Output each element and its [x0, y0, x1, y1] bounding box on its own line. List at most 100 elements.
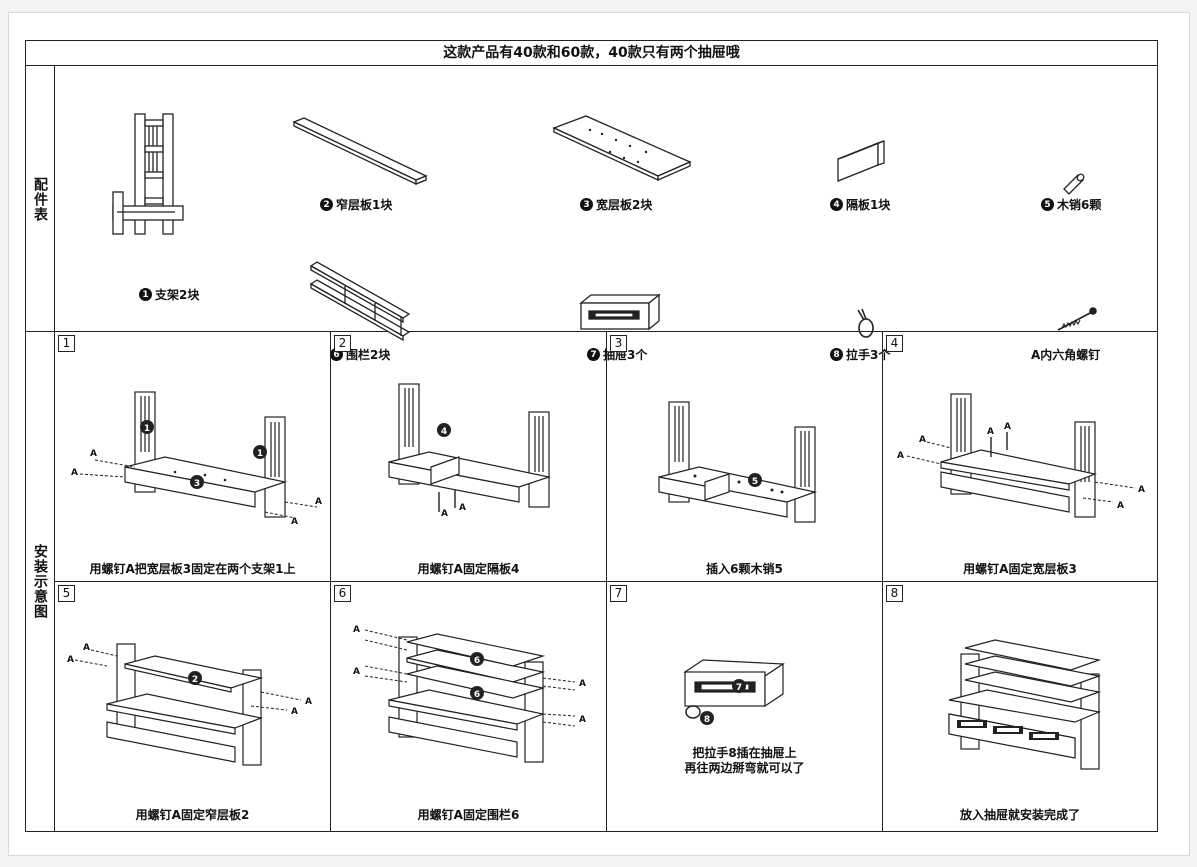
parts-section-label-text: 配件表: [32, 176, 48, 222]
part-2-caption: 2 窄层板1块: [320, 196, 392, 213]
step-2-caption: 用螺钉A固定隔板4: [417, 562, 520, 576]
narrow-board-illustration: [292, 117, 428, 186]
part-5-label: 木销6颗: [1057, 198, 1102, 212]
part-2-number: 2: [320, 198, 333, 211]
step-3-illustration: 5: [658, 401, 818, 523]
step-1-number: 1: [58, 335, 75, 352]
step-8-number: 8: [886, 585, 903, 602]
part-4-caption: 4 隔板1块: [830, 196, 890, 213]
instruction-frame: 这款产品有40款和60款，40款只有两个抽屉哦 配件表 安装示意图: [25, 40, 1158, 832]
part-1-caption: 1 支架2块: [139, 286, 199, 303]
step-2-illustration: 4 A A: [388, 383, 552, 519]
part-5-number: 5: [1041, 198, 1054, 211]
step6-screw-a1: A: [353, 625, 360, 635]
step5-screw-a3: A: [305, 697, 312, 707]
step-8-illustration: [948, 639, 1102, 770]
step-6-panel: 6 6 6: [331, 582, 607, 831]
step-1-panel: 1 1 1 3: [55, 332, 331, 582]
step2-callout-4: 4: [441, 427, 447, 437]
step4-screw-a5: A: [1138, 485, 1145, 495]
step5-screw-a1: A: [83, 643, 90, 653]
step-2-number: 2: [334, 335, 351, 352]
part-2-label: 窄层板1块: [336, 198, 393, 212]
rail-illustration: [309, 261, 411, 342]
part-3-label: 宽层板2块: [596, 198, 653, 212]
step1-callout-3: 3: [194, 479, 200, 489]
part-6-rail: [305, 256, 415, 346]
part-6-label: 围栏2块: [346, 348, 391, 362]
step4-screw-a3: A: [987, 427, 994, 437]
step-7-caption-line2: 再往两边掰弯就可以了: [684, 761, 805, 775]
steps-section-label-text: 安装示意图: [32, 544, 48, 619]
part-1-number: 1: [139, 288, 152, 301]
part-4-divider: [830, 131, 890, 191]
step4-screw-a1: A: [919, 435, 926, 445]
step5-screw-a4: A: [291, 707, 298, 717]
step-6-caption: 用螺钉A固定围栏6: [417, 808, 520, 822]
part-4-number: 4: [830, 198, 843, 211]
step-5-panel: 5 2 A A A: [55, 582, 331, 831]
step-3-caption: 插入6颗木销5: [706, 562, 783, 576]
part-3-caption: 3 宽层板2块: [580, 196, 652, 213]
step-4-number: 4: [886, 335, 903, 352]
step-7-panel: 7 7 8 把拉手8插在抽屉上 再往两边掰弯就可以了: [607, 582, 883, 831]
section-divider: [26, 331, 1157, 332]
step4-screw-a6: A: [1117, 501, 1124, 511]
step3-callout-5: 5: [752, 477, 758, 487]
part-5-caption: 5 木销6颗: [1041, 196, 1101, 213]
step-4-caption: 用螺钉A固定宽层板3: [963, 562, 1077, 576]
step-6-illustration: 6 6 A A A A: [353, 625, 586, 763]
step-1-caption: 用螺钉A把宽层板3固定在两个支架1上: [89, 562, 296, 576]
step-4-illustration: A A A A A A: [897, 393, 1145, 518]
assembly-steps: 1 1 1 3: [55, 332, 1157, 831]
screw-illustration: [1057, 307, 1097, 331]
step6-screw-a3: A: [579, 679, 586, 689]
steps-section-label: 安装示意图: [26, 332, 55, 831]
step1-screw-a2: A: [71, 468, 78, 478]
divider-illustration: [837, 140, 885, 182]
step-5-caption: 用螺钉A固定窄层板2: [135, 808, 250, 822]
step-8-panel: 8: [883, 582, 1157, 831]
step1-callout-1: 1: [144, 424, 150, 434]
dowel-illustration: [1063, 173, 1085, 195]
step6-callout-6b: 6: [474, 690, 480, 700]
part-3-wide-board: [550, 114, 695, 184]
part-7-drawer: [575, 291, 665, 336]
wide-board-illustration: [552, 115, 692, 182]
step-3-panel: 3 5 插入6颗木销5: [607, 332, 883, 582]
step4-screw-a4: A: [1004, 422, 1011, 432]
step-7-illustration: 7 8: [683, 659, 785, 725]
step2-screw-a2: A: [459, 503, 466, 513]
step-5-number: 5: [58, 585, 75, 602]
part-7-number: 7: [587, 348, 600, 361]
step7-callout-8: 8: [704, 715, 710, 725]
parts-list: 1 支架2块 2 窄层板1块: [55, 66, 1157, 362]
step1-screw-a4: A: [291, 517, 298, 527]
step6-screw-a4: A: [579, 715, 586, 725]
step2-screw-a1: A: [441, 509, 448, 519]
step-4-panel: 4 A A A A: [883, 332, 1157, 582]
step-1-illustration: 1 1 3 A A A A: [71, 391, 322, 527]
step6-screw-a2: A: [353, 667, 360, 677]
parts-section-label: 配件表: [26, 66, 55, 332]
part-a-caption: A内六角螺钉: [1031, 346, 1100, 363]
part-8-label: 拉手3个: [846, 348, 891, 362]
step-7-number: 7: [610, 585, 627, 602]
step-8-caption: 放入抽屉就安装完成了: [959, 808, 1080, 822]
step-7-caption-line1: 把拉手8插在抽屉上: [692, 746, 797, 760]
part-1-label: 支架2块: [155, 288, 200, 302]
step5-screw-a2: A: [67, 655, 74, 665]
step1-screw-a3: A: [315, 497, 322, 507]
step-3-number: 3: [610, 335, 627, 352]
step5-callout-2: 2: [192, 675, 198, 685]
part-4-label: 隔板1块: [846, 198, 891, 212]
part-a-screw: [1050, 306, 1100, 336]
part-1-side-frame: [105, 106, 195, 246]
part-8-number: 8: [830, 348, 843, 361]
handle-illustration: [857, 308, 874, 338]
part-8-handle: [850, 306, 880, 341]
step1-screw-a1: A: [90, 449, 97, 459]
sheet-title: 这款产品有40款和60款，40款只有两个抽屉哦: [26, 41, 1157, 66]
part-2-narrow-board: [290, 116, 430, 186]
